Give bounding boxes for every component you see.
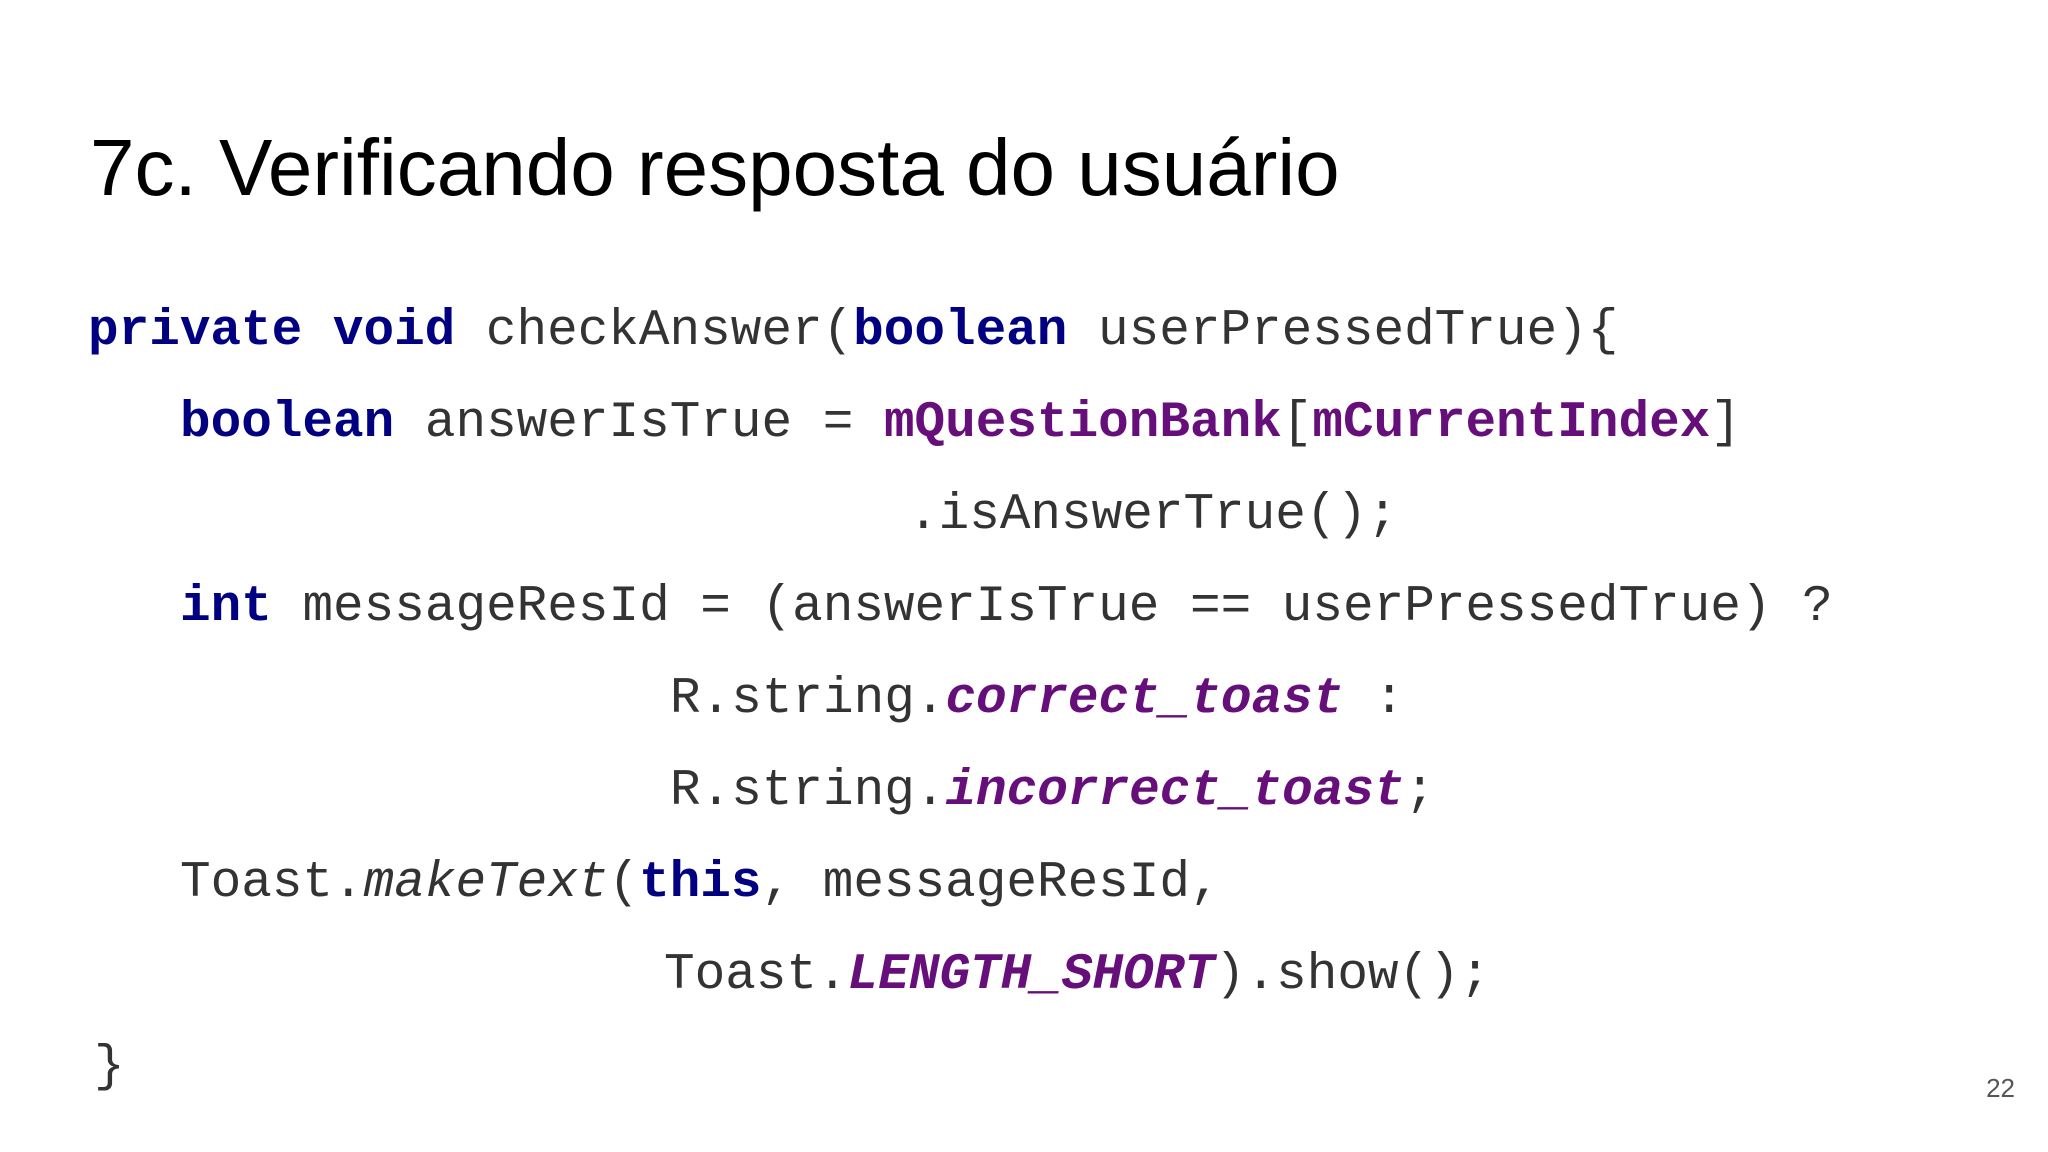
show-call: ).show(); <box>1214 947 1491 1004</box>
class-prefix: Toast. <box>664 947 848 1004</box>
closing-brace: } <box>94 1039 125 1096</box>
code-line-closing-brace: } <box>94 1036 125 1100</box>
class-prefix: Toast. <box>180 855 364 912</box>
keyword-void: void <box>332 303 456 360</box>
code-line-correct-toast: R.string.correct_toast : <box>670 668 1405 732</box>
field-current-index: mCurrentIndex <box>1312 395 1711 452</box>
resource-prefix: R.string. <box>670 763 946 820</box>
constant-length-short: LENGTH_SHORT <box>847 947 1215 1004</box>
open-paren: ( <box>822 303 854 360</box>
keyword-int: int <box>180 579 272 636</box>
code-line-length-short: Toast.LENGTH_SHORT).show(); <box>664 944 1490 1008</box>
arguments: , messageResId, <box>761 855 1221 912</box>
ternary-separator: : <box>1343 671 1405 728</box>
bracket-close: ] <box>1710 395 1741 452</box>
slide-title: 7c. Verificando resposta do usuário <box>90 123 1340 212</box>
statement-end: ; <box>1404 763 1436 820</box>
method-name: checkAnswer <box>485 303 823 360</box>
keyword-this: this <box>639 855 762 912</box>
method-make-text: makeText <box>363 855 609 912</box>
field-correct-toast: correct_toast <box>945 671 1344 728</box>
resource-prefix: R.string. <box>670 671 946 728</box>
code-line-make-text: Toast.makeText(this, messageResId, <box>180 852 1221 916</box>
page-number: 22 <box>1986 1073 2015 1103</box>
open-paren: ( <box>608 855 640 912</box>
code-block: private void checkAnswer(boolean userPre… <box>88 0 1988 1152</box>
ternary-condition: messageResId = (answerIsTrue == userPres… <box>302 579 1833 636</box>
code-line-incorrect-toast: R.string.incorrect_toast; <box>670 760 1435 824</box>
code-line-method-signature: private void checkAnswer(boolean userPre… <box>88 300 1618 364</box>
field-question-bank: mQuestionBank <box>883 395 1282 452</box>
keyword-boolean: boolean <box>853 303 1068 360</box>
code-line-message-res-id: int messageResId = (answerIsTrue == user… <box>180 576 1833 640</box>
method-call: .isAnswerTrue(); <box>908 487 1398 544</box>
variable-declaration: answerIsTrue = <box>424 395 884 452</box>
field-incorrect-toast: incorrect_toast <box>945 763 1405 820</box>
parameter-declaration: userPressedTrue){ <box>1098 303 1619 360</box>
code-line-answer-is-true: boolean answerIsTrue = mQuestionBank[mCu… <box>180 392 1741 456</box>
keyword-boolean: boolean <box>180 395 395 452</box>
code-line-is-answer-true: .isAnswerTrue(); <box>908 484 1398 548</box>
keyword-private: private <box>88 303 303 360</box>
bracket-open: [ <box>1281 395 1313 452</box>
